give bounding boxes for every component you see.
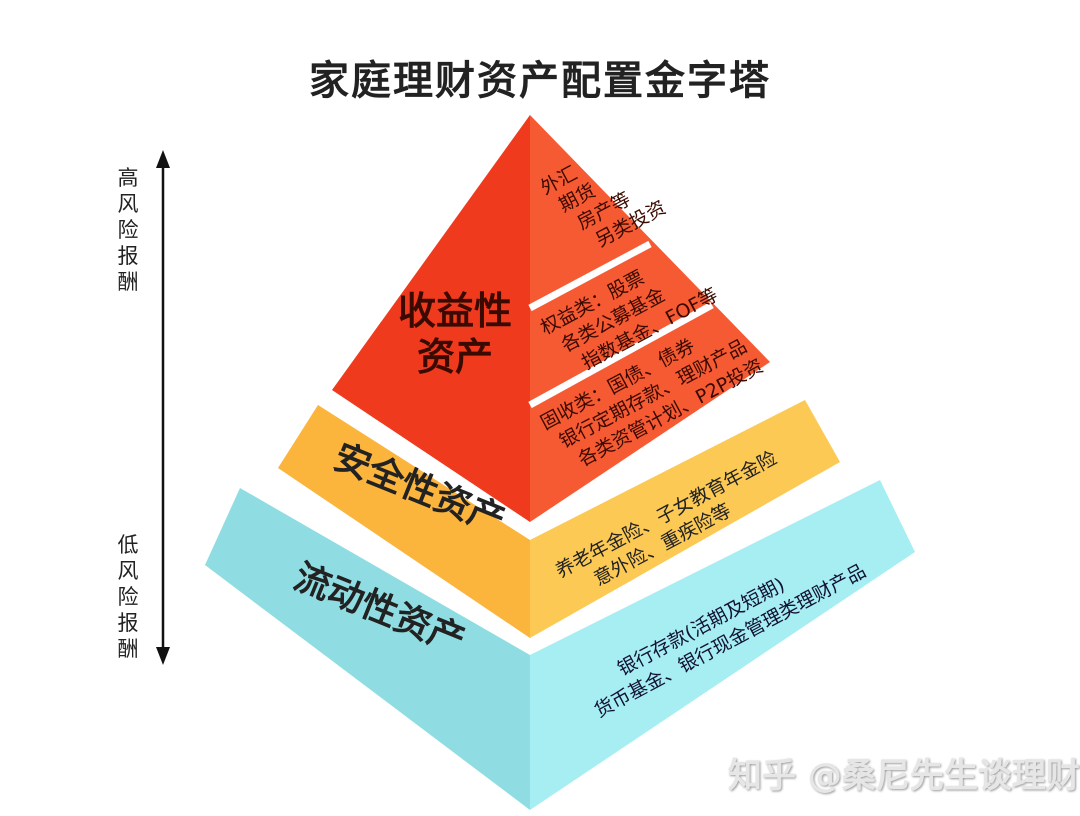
tier-liquidity-left-face — [205, 488, 530, 810]
watermark: 知乎 @桑尼先生谈理财 — [728, 756, 1080, 796]
tier-return-label: 收益性资产 — [397, 289, 512, 379]
tier-safety-right-face — [530, 400, 840, 638]
high-risk-label: 高风险报酬 — [117, 166, 139, 294]
tier-liquidity-right-face — [530, 480, 915, 810]
tier-return-left-face — [332, 115, 530, 522]
tier-return-right-face — [530, 115, 770, 522]
tier-safety-left-face — [278, 405, 530, 638]
low-risk-label: 低风险报酬 — [117, 533, 139, 661]
page-title: 家庭理财资产配置金字塔 — [309, 58, 771, 104]
risk-arrow-icon — [156, 150, 170, 665]
